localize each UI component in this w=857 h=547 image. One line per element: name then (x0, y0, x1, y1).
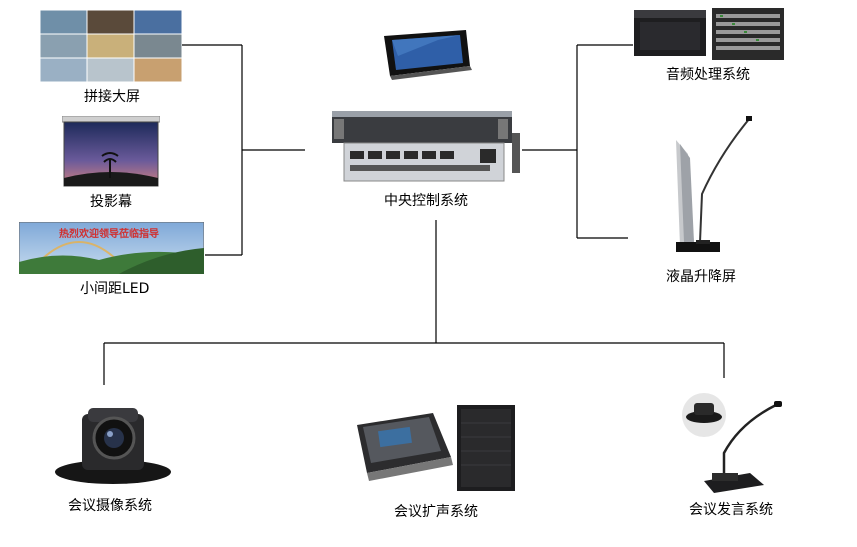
camera-image (54, 404, 172, 486)
pa-system-label: 会议扩声系统 (394, 504, 478, 520)
lcd-lift-screen-label: 液晶升降屏 (666, 269, 736, 285)
pa-system-image (355, 403, 517, 493)
central-control-host (330, 103, 523, 183)
speech-system-label: 会议发言系统 (689, 502, 773, 518)
small-pitch-led-image: 热烈欢迎领导莅临指导 (18, 221, 205, 275)
speech-system-image (680, 393, 786, 493)
projection-screen-label: 投影幕 (90, 194, 132, 210)
center-label: 中央控制系统 (384, 193, 468, 209)
led-banner-text: 热烈欢迎领导莅临指导 (59, 229, 159, 240)
lcd-lift-screen-image (660, 114, 756, 258)
audio-processing-image (634, 8, 786, 60)
small-pitch-led-label: 小间距LED (80, 281, 150, 297)
projection-screen-image (61, 115, 161, 188)
camera-system-label: 会议摄像系统 (68, 498, 152, 514)
tablet-device (378, 26, 474, 80)
splice-screen-image (39, 9, 183, 83)
audio-processing-label: 音频处理系统 (666, 67, 750, 83)
splice-screen-label: 拼接大屏 (84, 89, 140, 105)
